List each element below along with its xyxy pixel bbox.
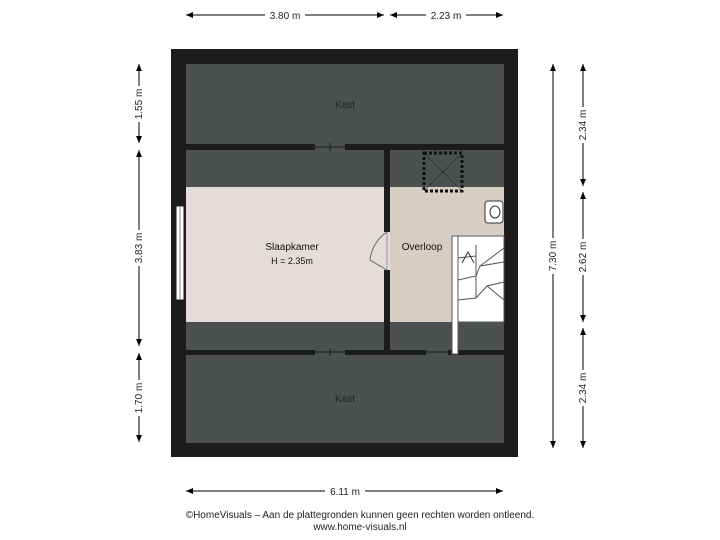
slope-strip-top <box>186 150 504 187</box>
dim-right-top: 2.34 m <box>578 110 589 141</box>
dim-right-total: 7.30 m <box>548 241 559 272</box>
dim-top-right: 2.23 m <box>431 11 462 22</box>
staircase <box>451 235 505 355</box>
kast-bottom-area <box>186 355 504 443</box>
kast-bottom-label: Kast <box>335 394 355 405</box>
bedroom-door <box>369 231 390 271</box>
dimension-labels: 3.80 m 2.23 m 6.11 m 1.55 m 3.83 m 1.70 … <box>133 8 589 498</box>
dim-right-bottom: 2.34 m <box>578 373 589 404</box>
dim-left-top: 1.55 m <box>134 89 145 120</box>
slope-strip-bottom <box>186 322 504 350</box>
dim-top-left: 3.80 m <box>270 11 301 22</box>
right-wall-segment <box>504 187 518 322</box>
dim-bottom: 6.11 m <box>330 487 360 498</box>
roof-hatch <box>422 151 464 193</box>
washbasin <box>484 200 504 224</box>
slaapkamer-height-label: H = 2.35m <box>271 256 313 266</box>
kast-top-label: Kast <box>335 100 355 111</box>
slaapkamer-label: Slaapkamer <box>265 242 319 253</box>
footer-copyright: ©HomeVisuals – Aan de plattegronden kunn… <box>185 510 535 521</box>
dim-left-bottom: 1.70 m <box>134 383 145 414</box>
footer-website: www.home-visuals.nl <box>313 522 407 533</box>
dim-right-middle: 2.62 m <box>578 242 589 273</box>
slaapkamer-area <box>186 187 384 322</box>
dim-left-middle: 3.83 m <box>134 233 145 264</box>
kast-top-area <box>186 64 504 144</box>
overloop-label: Overloop <box>402 242 443 253</box>
